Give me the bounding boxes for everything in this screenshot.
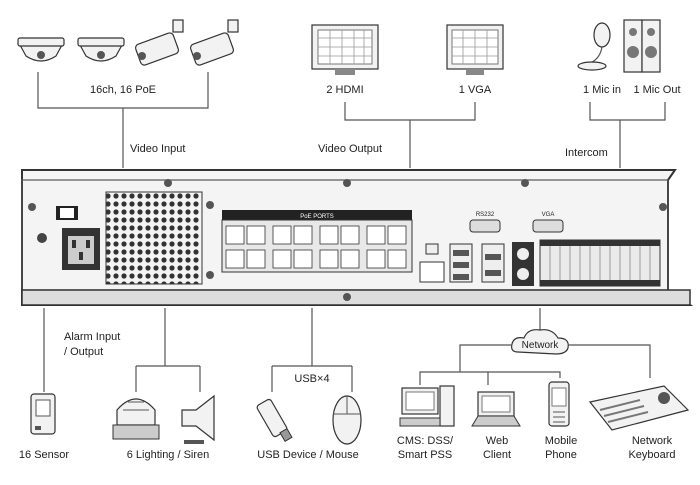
monitor-icon — [446, 24, 504, 75]
rs232-port — [469, 219, 501, 233]
hdmi-label: 2 HDMI — [326, 84, 363, 96]
alarm-light-icon — [112, 398, 160, 440]
cameras-label: 16ch, 16 PoE — [90, 84, 156, 96]
mic-out-label: 1 Mic Out — [633, 84, 680, 96]
cms-label-2: Smart PSS — [398, 449, 452, 461]
cloud-icon — [511, 329, 569, 355]
cms-label-1: CMS: DSS/ — [397, 435, 454, 447]
usb-stick-icon — [256, 398, 293, 443]
lighting-label: 6 Lighting / Siren — [127, 449, 210, 461]
video-input-label: Video Input — [130, 143, 185, 155]
poe-ports: PoE PORTS — [221, 210, 413, 273]
network-client-line — [419, 371, 561, 385]
mobile-label-2: Phone — [545, 449, 577, 461]
bullet-camera-icon — [189, 19, 239, 66]
alarm-label-2: / Output — [64, 346, 103, 358]
power-socket — [62, 228, 100, 270]
web-label-1: Web — [486, 435, 508, 447]
rs232-label: RS232 — [476, 212, 495, 218]
alarm-label-1: Alarm Input — [64, 331, 120, 343]
hdmi-ports — [481, 243, 505, 283]
mic-in-label: 1 Mic in — [583, 84, 621, 96]
lan-port — [419, 243, 445, 283]
network-branch-line — [459, 344, 651, 378]
fan-grille — [105, 191, 203, 285]
alarm-terminal-blocks — [539, 239, 661, 287]
dome-camera-icon — [77, 37, 125, 62]
microphone-icon — [577, 22, 611, 71]
sensor-label: 16 Sensor — [19, 449, 69, 461]
vga-label: 1 VGA — [459, 84, 492, 96]
poe-header-label: PoE PORTS — [300, 214, 334, 220]
mouse-icon — [332, 395, 362, 445]
web-label-2: Client — [483, 449, 511, 461]
intercom-line — [589, 102, 666, 168]
network-label: Network — [522, 340, 560, 351]
desktop-pc-icon — [399, 385, 455, 427]
dome-camera-icon — [17, 37, 65, 62]
mobile-label-1: Mobile — [545, 435, 577, 447]
mobile-phone-icon — [548, 381, 570, 427]
lighting-line — [135, 308, 201, 392]
siren-icon — [181, 394, 215, 444]
bullet-camera-icon — [134, 19, 184, 66]
usb-line — [271, 308, 353, 392]
keyboard-label-2: Keyboard — [628, 449, 675, 461]
intercom-label: Intercom — [565, 147, 608, 159]
usb-label: USB×4 — [294, 373, 329, 385]
vga-port-label: VGA — [542, 212, 555, 218]
audio-jacks — [512, 242, 534, 286]
speaker-icon — [623, 19, 661, 73]
sensor-icon — [30, 393, 56, 435]
monitor-icon — [311, 24, 379, 75]
video-output-label: Video Output — [318, 143, 382, 155]
usb-ports — [449, 243, 473, 283]
control-keyboard-icon — [588, 385, 690, 431]
video-output-line — [344, 102, 476, 168]
laptop-icon — [471, 391, 521, 427]
usb-device-label: USB Device / Mouse — [257, 449, 358, 461]
keyboard-label-1: Network — [632, 435, 673, 447]
vga-port — [532, 219, 564, 233]
power-switch — [56, 206, 78, 220]
